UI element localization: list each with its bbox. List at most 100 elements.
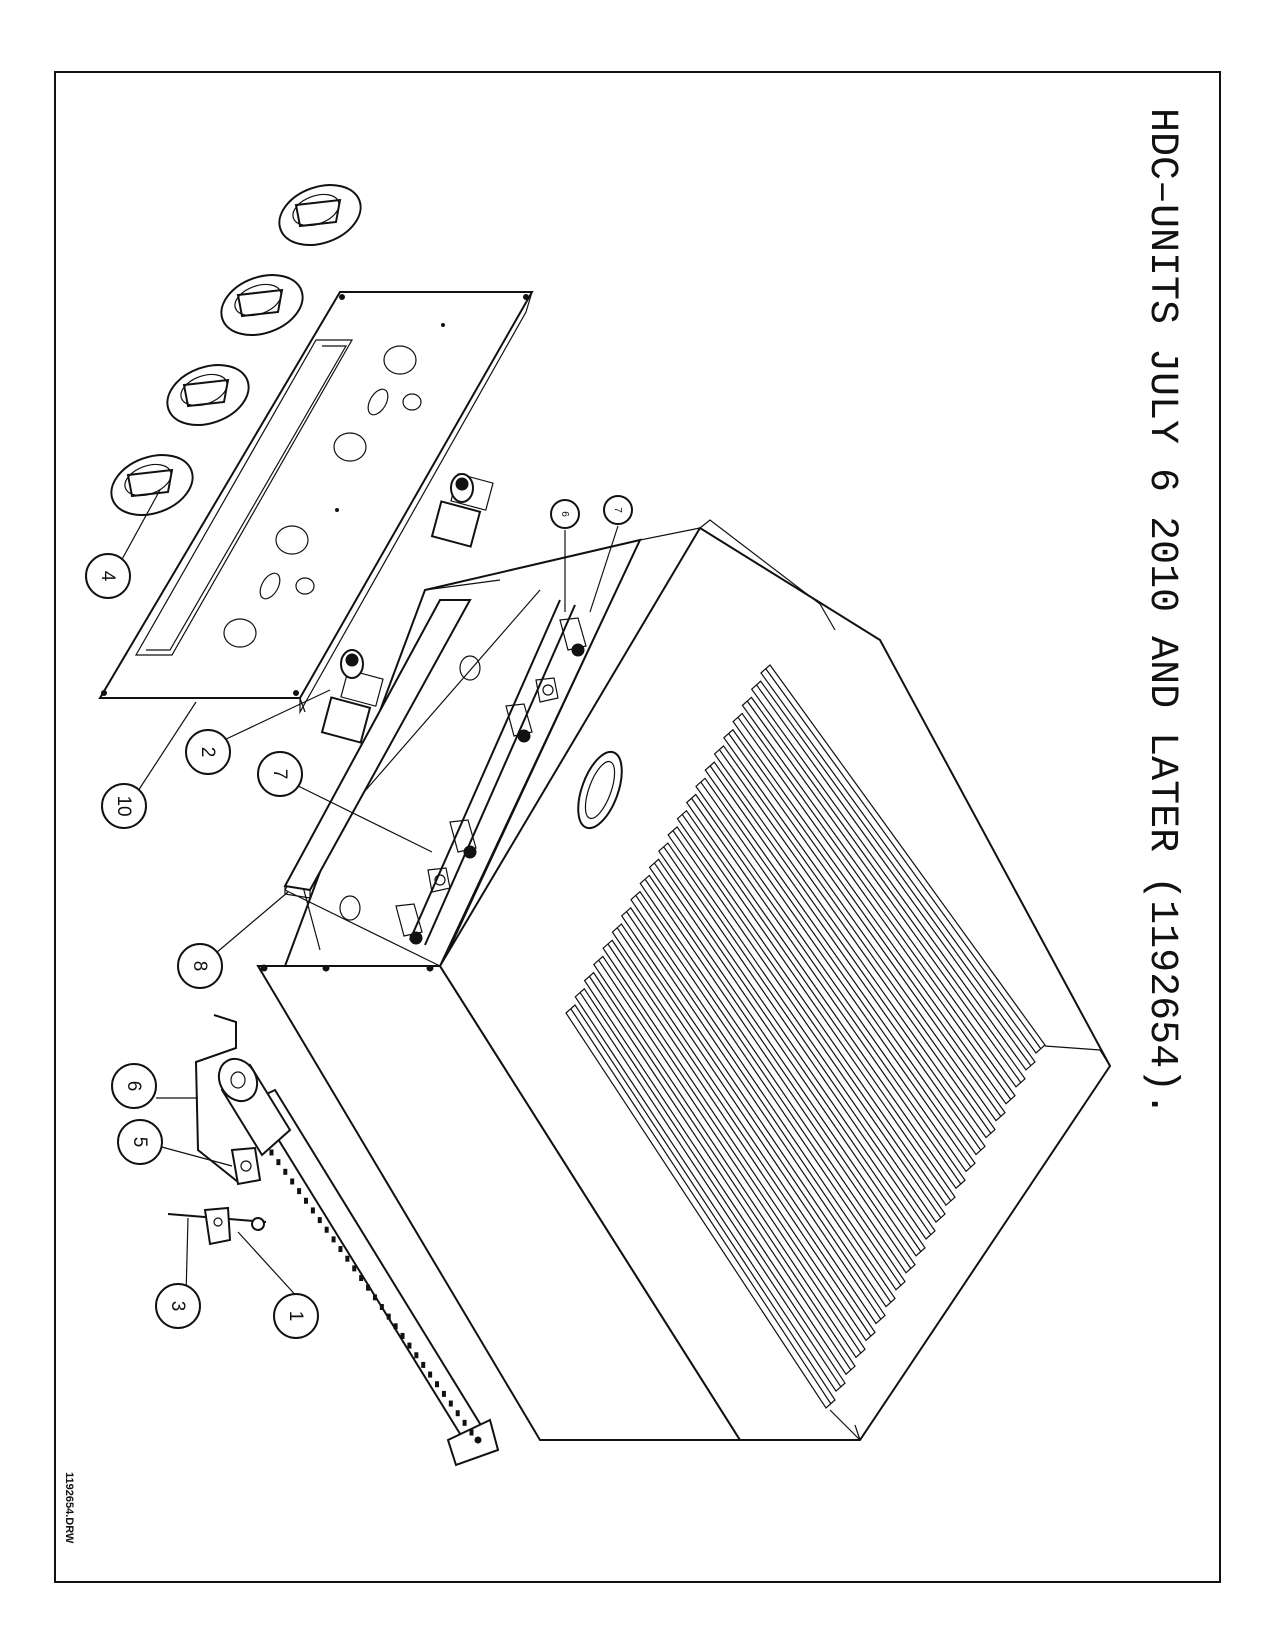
callout-5-label: 5 bbox=[129, 1137, 150, 1148]
burner-port bbox=[310, 1207, 315, 1214]
grate-ridge bbox=[598, 960, 862, 1354]
callout-2-label: 2 bbox=[197, 747, 218, 758]
valve-orifice-2 bbox=[449, 819, 477, 859]
grate-ridge bbox=[644, 879, 912, 1270]
valve-orifice-1 bbox=[395, 903, 423, 945]
burner-port bbox=[269, 1149, 274, 1156]
manifold-assembly bbox=[395, 599, 587, 946]
grate-ridge bbox=[616, 927, 882, 1320]
burner-port bbox=[372, 1294, 377, 1301]
pilot-bracket bbox=[230, 1146, 262, 1186]
callout-7-label: 7 bbox=[269, 769, 290, 780]
burner-ports bbox=[269, 1149, 474, 1436]
burner-port bbox=[359, 1275, 364, 1282]
grate-ridge bbox=[579, 992, 842, 1388]
control-knobs bbox=[110, 184, 362, 516]
grate-ridge bbox=[737, 717, 1012, 1101]
knob-2 bbox=[220, 274, 304, 336]
callout-6: 6 bbox=[111, 1063, 157, 1109]
grate-ridge bbox=[681, 814, 952, 1202]
burner-port bbox=[290, 1178, 295, 1185]
burner-port bbox=[276, 1159, 281, 1166]
burner-port bbox=[469, 1429, 474, 1436]
radiant-grates bbox=[565, 664, 1046, 1409]
grate-ridge bbox=[719, 749, 992, 1134]
callout-6-label: 6 bbox=[123, 1081, 144, 1092]
grate-ridge bbox=[607, 943, 872, 1337]
callout-10: 10 bbox=[101, 783, 147, 829]
burner-port bbox=[303, 1197, 308, 1204]
burner-port bbox=[455, 1410, 460, 1417]
callout-7: 7 bbox=[257, 751, 303, 797]
callout-7-small: 7 bbox=[603, 495, 633, 525]
leader-lines bbox=[119, 489, 619, 1301]
callout-3-label: 3 bbox=[167, 1301, 188, 1312]
burner-port bbox=[283, 1168, 288, 1175]
callout-8-label: 8 bbox=[189, 961, 210, 972]
grate-ridge bbox=[570, 1008, 832, 1405]
burner-port bbox=[379, 1303, 384, 1310]
drawing-frame bbox=[54, 71, 1221, 1583]
knob-4 bbox=[110, 454, 194, 516]
grate-ridge bbox=[635, 895, 902, 1287]
grate-ridge bbox=[765, 668, 1042, 1050]
callout-8: 8 bbox=[177, 943, 223, 989]
burner-port bbox=[393, 1323, 398, 1330]
burner-port bbox=[428, 1371, 433, 1378]
burner-port bbox=[462, 1419, 467, 1426]
gas-valve-lower bbox=[320, 649, 384, 744]
grate-ridge bbox=[672, 830, 942, 1219]
burner-port bbox=[352, 1265, 357, 1272]
pilot-assembly-b bbox=[535, 677, 559, 703]
burner-port bbox=[400, 1332, 405, 1339]
callout-1: 1 bbox=[273, 1293, 319, 1339]
pilot-tube bbox=[194, 1014, 239, 1183]
burner-port bbox=[448, 1400, 453, 1407]
grate-ridge bbox=[700, 781, 972, 1168]
callout-4-label: 4 bbox=[97, 571, 118, 582]
burner-port bbox=[421, 1361, 426, 1368]
callout-2: 2 bbox=[185, 729, 231, 775]
callout-bubbles: 4 2 10 7 8 6 7 6 bbox=[85, 495, 633, 1339]
valve-orifice-3 bbox=[505, 703, 533, 743]
grate-ridge bbox=[709, 765, 982, 1151]
grate-ridge bbox=[728, 733, 1002, 1117]
callout-4: 4 bbox=[85, 553, 131, 599]
burner-port bbox=[297, 1188, 302, 1195]
grate-ridge bbox=[691, 798, 962, 1185]
grate-ridge bbox=[756, 684, 1032, 1067]
thermocouple bbox=[167, 1206, 267, 1246]
knob-1 bbox=[278, 184, 362, 246]
callout-10-label: 10 bbox=[113, 795, 134, 816]
pilot-assembly-a bbox=[427, 867, 451, 893]
control-panel bbox=[98, 291, 534, 715]
grate-ridge bbox=[746, 701, 1022, 1084]
burner-port bbox=[441, 1390, 446, 1397]
gas-valve-upper bbox=[430, 473, 494, 548]
valve-orifice-4 bbox=[559, 617, 587, 657]
burner-port bbox=[345, 1255, 350, 1262]
file-name-label: 1192654.DRW bbox=[63, 1472, 75, 1544]
burner-venturi bbox=[217, 1057, 292, 1157]
callout-3: 3 bbox=[155, 1283, 201, 1329]
callout-1-label: 1 bbox=[285, 1311, 306, 1322]
burner-port bbox=[386, 1313, 391, 1320]
drawing-title: HDC–UNITS JULY 6 2010 AND LATER (1192654… bbox=[1139, 108, 1184, 1116]
grate-ridge bbox=[589, 976, 852, 1371]
grate-ridge bbox=[626, 911, 892, 1303]
callout-6-small: 6 bbox=[550, 499, 580, 529]
callout-5: 5 bbox=[117, 1119, 163, 1165]
burner-port bbox=[317, 1217, 322, 1224]
grate-ridge bbox=[663, 846, 932, 1236]
burner-port bbox=[366, 1284, 371, 1291]
burner-port bbox=[414, 1352, 419, 1359]
grate-ridge bbox=[654, 862, 922, 1253]
burner-port bbox=[331, 1236, 336, 1243]
burner-port bbox=[324, 1226, 329, 1233]
burner-port bbox=[435, 1381, 440, 1388]
burner-port bbox=[407, 1342, 412, 1349]
callout-6-small-label: 6 bbox=[559, 511, 570, 517]
callout-7-small-label: 7 bbox=[612, 507, 623, 513]
knob-3 bbox=[166, 364, 250, 426]
